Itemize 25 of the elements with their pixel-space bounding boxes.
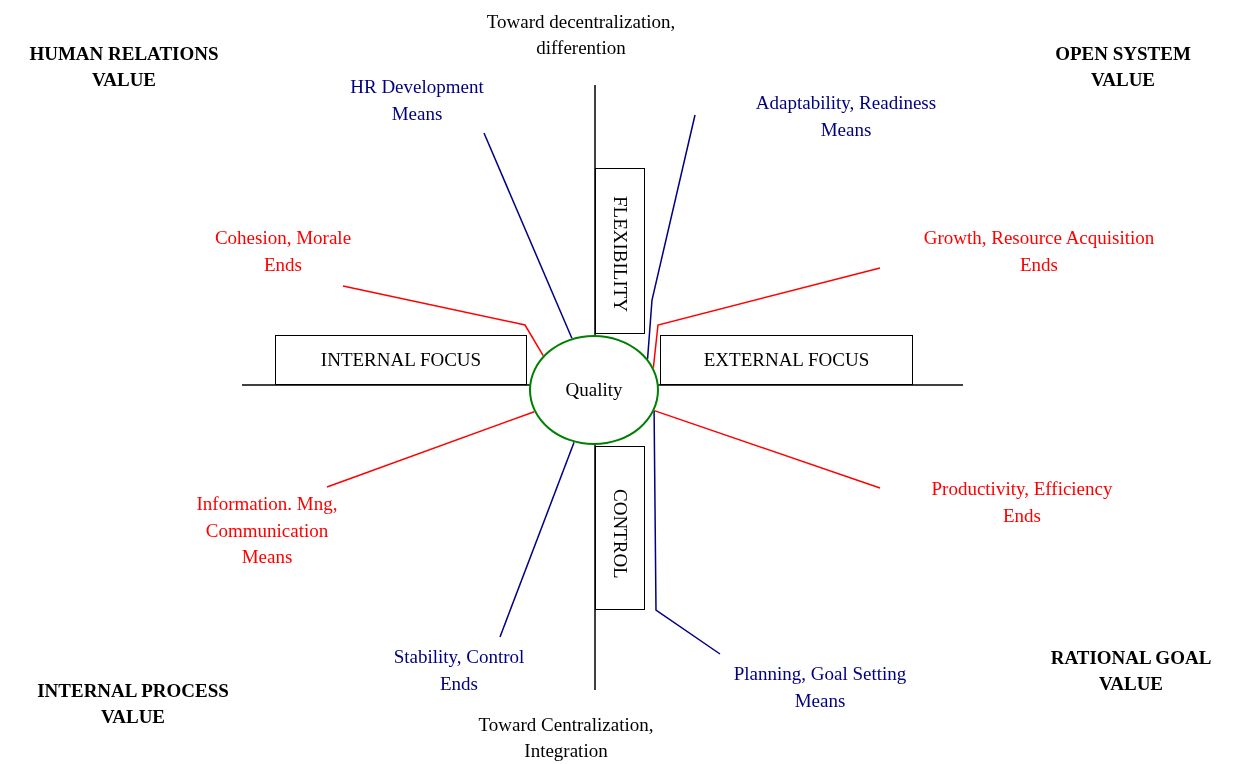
quadrant-label: INTERNAL PROCESS VALUE <box>36 679 230 729</box>
axis-box: CONTROL <box>595 446 645 610</box>
value-label: HR Development Means <box>342 74 492 128</box>
connector-line <box>653 409 881 489</box>
connector-line <box>499 441 575 638</box>
axis-end-label: Toward decentralization, differention <box>485 10 677 60</box>
axis-box: FLEXIBILITY <box>595 168 645 334</box>
value-label: Growth, Resource Acquisition Ends <box>914 225 1164 279</box>
value-label: Planning, Goal Setting Means <box>725 661 915 715</box>
axis-end-label: Toward Centralization, Integration <box>477 713 655 763</box>
quadrant-label: RATIONAL GOAL VALUE <box>1049 646 1213 696</box>
connector-line <box>652 267 881 369</box>
connector-line <box>342 285 544 357</box>
value-label: Adaptability, Readiness Means <box>746 90 946 144</box>
value-label: Information. Mng, Communication Means <box>192 491 342 571</box>
focus-box: INTERNAL FOCUS <box>275 335 527 385</box>
quality-ellipse: Quality <box>529 335 659 445</box>
connector-line <box>483 132 573 340</box>
value-label: Stability, Control Ends <box>384 644 534 698</box>
quadrant-label: OPEN SYSTEM VALUE <box>1054 42 1192 92</box>
quadrant-label: HUMAN RELATIONS VALUE <box>28 42 220 92</box>
value-label: Cohesion, Morale Ends <box>208 225 358 279</box>
focus-box: EXTERNAL FOCUS <box>660 335 913 385</box>
value-label: Productivity, Efficiency Ends <box>922 476 1122 530</box>
connector-line <box>326 410 535 488</box>
